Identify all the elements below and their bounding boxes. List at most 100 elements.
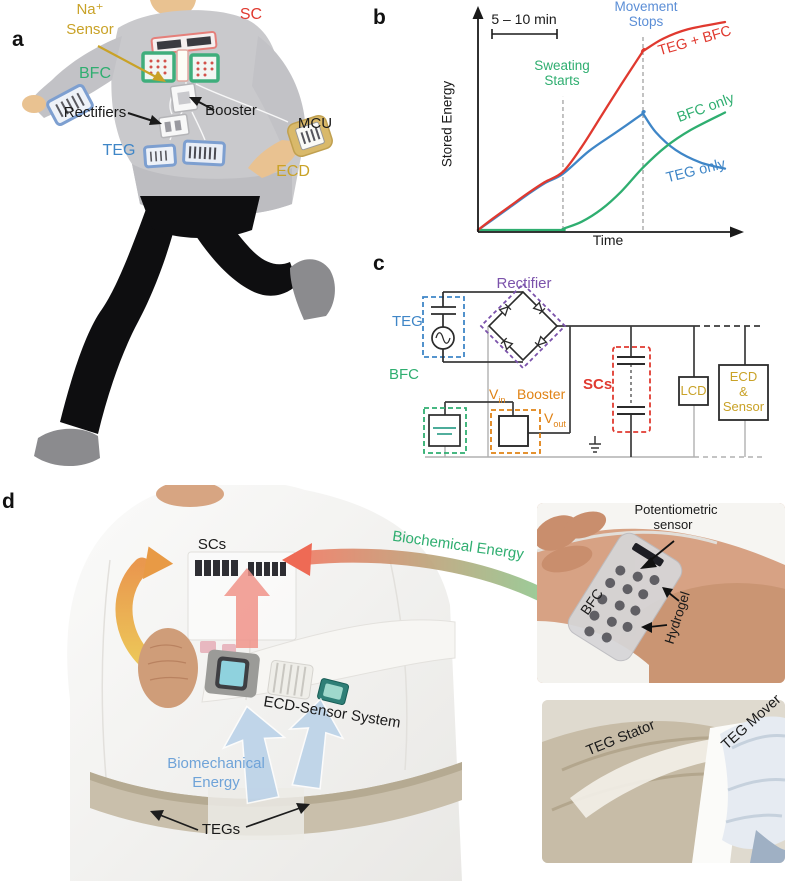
braided-band — [267, 660, 314, 700]
annotation-sweating-line2: Starts — [544, 73, 580, 88]
booster-chip — [169, 82, 199, 114]
bfc-label: BFC — [79, 65, 111, 82]
rectifier-bridge — [487, 290, 559, 362]
lcd-label: LCD — [680, 383, 707, 398]
rectifiers-arrow-icon — [127, 112, 162, 125]
runner-back-shoe — [290, 259, 335, 320]
sc-patch — [150, 30, 218, 56]
bfc-cell-plates — [433, 427, 456, 435]
vin-label: Vin — [489, 386, 506, 405]
rectifiers-label: Rectifiers — [63, 104, 127, 121]
rectifier-chip — [158, 113, 190, 139]
hand-fingers — [147, 644, 189, 681]
circuit-diagram — [422, 282, 769, 458]
runner-front-leg — [60, 198, 178, 434]
na-sensor-arrow-icon — [97, 45, 166, 82]
teg-forearm-patch — [46, 84, 94, 126]
booster-arrow-icon — [189, 97, 215, 111]
scs-box — [612, 346, 651, 433]
tegs-arrows-icon — [150, 803, 310, 831]
sleeve-folds — [725, 734, 785, 824]
scs-circuit-label: SCs — [583, 376, 613, 393]
sc-label: SC — [239, 6, 263, 23]
runner-right-arm — [252, 36, 305, 146]
fabric-bottom — [537, 621, 649, 683]
crossed-arm-sleeve — [201, 619, 456, 703]
scs-photo-label: SCs — [197, 536, 227, 553]
runner-hips — [140, 196, 260, 239]
teg-circuit-label: TEG — [392, 313, 423, 330]
panel-letter-a: a — [12, 28, 24, 51]
rectifier-diodes — [498, 301, 548, 351]
y-axis-arrow-icon — [472, 6, 484, 19]
gripping-hand — [138, 628, 198, 708]
ground-icon — [589, 436, 601, 453]
runner-illustration — [22, 0, 335, 467]
ecd-label: ECD — [276, 163, 310, 180]
teg-label: TEG — [102, 142, 136, 159]
bfc-right-patch — [189, 53, 220, 83]
potentiometric-sensor-strip — [632, 543, 664, 567]
rectifier-dashed-box — [479, 282, 567, 370]
sensor-chip — [317, 678, 350, 706]
booster-block — [498, 415, 529, 447]
y-axis-label: Stored Energy — [439, 80, 455, 168]
booster-label: Booster — [205, 102, 257, 119]
booster-circuit-label: Booster — [517, 386, 566, 402]
chart-axes — [477, 16, 732, 233]
teg-closeup-inset — [542, 700, 785, 863]
energy-up-arrow-icon — [224, 568, 270, 648]
ecd-sensor-block — [718, 364, 769, 421]
annotation-sweating-line1: Sweating — [534, 58, 590, 73]
teg-waist-patch-left — [143, 143, 177, 169]
panel-letter-c: c — [373, 252, 385, 275]
scale-bar-label: 5 – 10 min — [491, 11, 557, 27]
sensor-arrow-icon — [640, 540, 675, 569]
runner-front-shoe — [34, 428, 100, 467]
sleeve-shadow — [750, 830, 785, 863]
scale-bar — [491, 29, 558, 39]
return-bus — [425, 326, 764, 458]
stored-energy-chart — [472, 6, 744, 238]
annotation-movement-line2: Stops — [628, 14, 664, 29]
runner-right-forearm — [248, 140, 302, 178]
runner-left-hand — [22, 95, 46, 113]
runner-left-arm — [30, 36, 122, 118]
booster-box — [490, 409, 541, 454]
x-axis-arrow-icon — [730, 226, 744, 238]
fingers — [537, 511, 607, 573]
bfc-box — [423, 407, 467, 454]
scs-patch — [187, 551, 297, 654]
potentiometric-label-line1: Potentiometric — [634, 502, 718, 517]
panel-letter-d: d — [2, 490, 15, 513]
teg-waist-patch-right — [182, 139, 226, 167]
teg-source-symbol — [431, 292, 456, 362]
na-sensor-label-line1: Na⁺ — [76, 1, 104, 18]
bfc-circuit-label: BFC — [389, 366, 419, 383]
bfc-closeup-inset — [537, 503, 785, 683]
x-axis-label: Time — [592, 232, 624, 248]
annotation-movement-line1: Movement — [614, 0, 678, 14]
ecd-sensor-label: ECD & Sensor — [722, 369, 765, 414]
biomech-arrows-icon — [221, 697, 345, 805]
tegs-label: TEGs — [201, 821, 241, 838]
biomechanical-label-line2: Energy — [192, 774, 240, 791]
na-sensor-strip — [176, 49, 189, 82]
hydrogel-arrows-icon — [641, 587, 680, 633]
rectifier-label: Rectifier — [496, 275, 552, 292]
wrist-device — [287, 114, 333, 158]
biomechanical-label-line1: Biomechanical — [167, 755, 265, 772]
biochemical-arrow-icon — [282, 543, 559, 607]
na-sensor-label-line2: Sensor — [66, 21, 114, 38]
bfc-cell — [428, 414, 461, 447]
lcd-block — [678, 376, 709, 406]
wearer-photo — [67, 485, 559, 881]
mcu-label: MCU — [297, 115, 333, 132]
panel-letter-b: b — [373, 6, 386, 29]
circuit-wires — [443, 291, 764, 457]
stator-highlight — [570, 736, 740, 818]
wearer-neck — [156, 485, 224, 507]
potentiometric-label-line2: sensor — [653, 517, 693, 532]
scs-capacitors — [617, 356, 645, 415]
